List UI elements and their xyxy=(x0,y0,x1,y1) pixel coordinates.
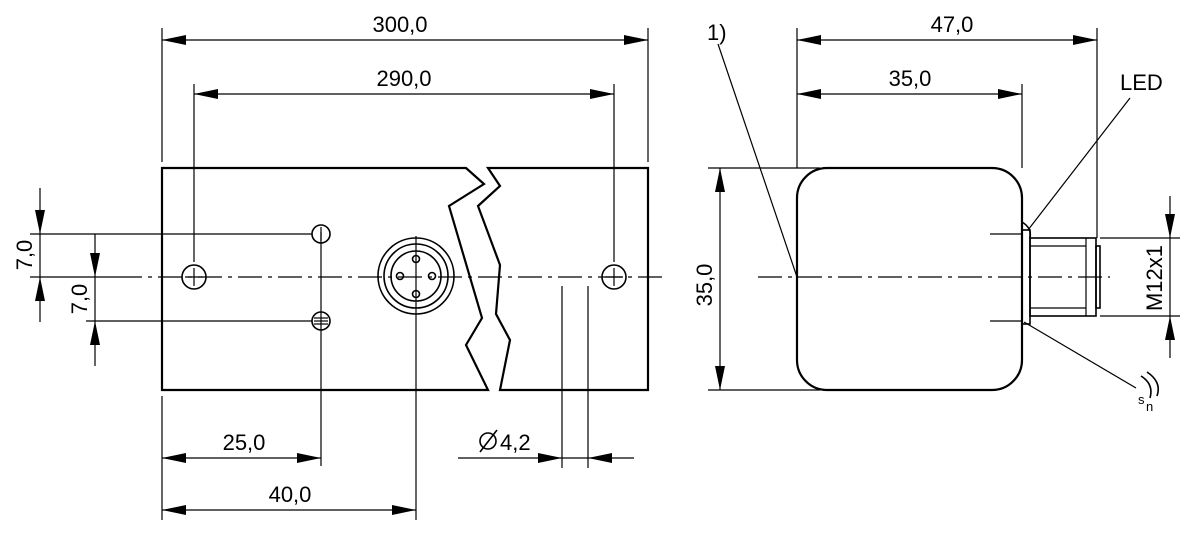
housing-right-part xyxy=(476,166,650,392)
label-hole-spacing: 290,0 xyxy=(376,66,431,91)
dim-to-connector xyxy=(162,505,416,515)
dim-thread xyxy=(1165,196,1175,358)
front-view: 300,0 290,0 25,0 40,0 4,2 7,0 7,0 xyxy=(12,12,666,520)
dim-body-depth xyxy=(797,89,1022,99)
sensing-symbol-s: s xyxy=(1138,392,1145,407)
dim-hole-spacing xyxy=(194,89,614,99)
label-hole-diameter: 4,2 xyxy=(500,430,531,455)
label-to-connector: 40,0 xyxy=(269,482,312,507)
dim-height xyxy=(715,168,725,390)
mounting-hole-right xyxy=(601,264,627,290)
label-overall-depth: 47,0 xyxy=(931,12,974,37)
side-body xyxy=(795,166,1024,392)
sensing-range-symbol: s n xyxy=(1138,371,1160,414)
dim-overall-depth xyxy=(797,35,1097,45)
dim-overall-length xyxy=(162,35,648,45)
label-height: 35,0 xyxy=(692,264,717,307)
label-offset-lower: 7,0 xyxy=(67,284,92,315)
connector-m12-front xyxy=(377,236,455,316)
side-view: s n 1) 47,0 35,0 LED 35,0 M12x1 xyxy=(692,12,1180,414)
label-overall-length: 300,0 xyxy=(372,12,427,37)
sensing-symbol-n: n xyxy=(1146,399,1153,414)
label-to-holes: 25,0 xyxy=(223,430,266,455)
leader-sensing-face xyxy=(1023,321,1137,389)
dim-hole-diameter xyxy=(458,453,634,463)
note-marker-1: 1) xyxy=(707,20,727,45)
extension-lines-front xyxy=(30,28,649,520)
dim-offset-upper xyxy=(35,188,45,322)
label-body-depth: 35,0 xyxy=(889,66,932,91)
diameter-symbol xyxy=(479,429,498,453)
label-led: LED xyxy=(1120,70,1163,95)
leader-note-1 xyxy=(717,43,798,278)
label-offset-upper: 7,0 xyxy=(12,240,37,271)
housing-left-part xyxy=(160,166,490,392)
dim-offset-lower xyxy=(90,234,100,366)
mounting-hole-left xyxy=(181,264,207,290)
extension-lines-side xyxy=(708,28,1180,391)
dim-to-holes xyxy=(162,453,321,463)
leader-led xyxy=(1027,97,1131,231)
label-thread: M12x1 xyxy=(1142,245,1167,311)
